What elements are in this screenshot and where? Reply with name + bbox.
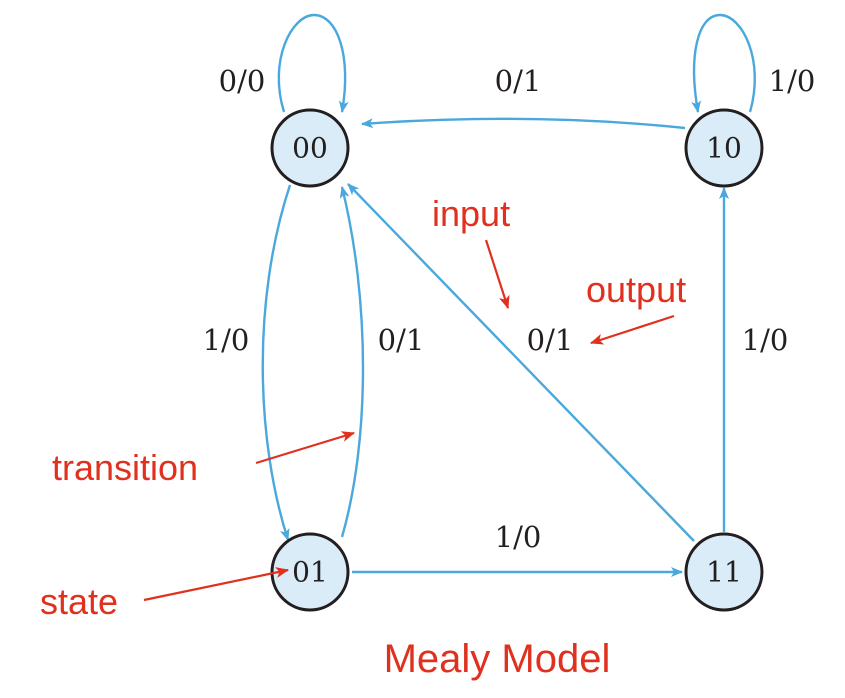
annotation-state: state	[40, 581, 118, 622]
state-11: 11	[684, 532, 764, 612]
edge-01-to-00	[339, 186, 365, 538]
label-01-to-00: 0/1	[378, 323, 425, 357]
label-10-to-00: 0/1	[495, 64, 542, 98]
label-loop-10: 1/0	[769, 64, 816, 98]
state-01-label: 01	[292, 556, 328, 589]
state-00-circle	[270, 108, 350, 188]
state-00: 00	[270, 108, 350, 188]
annotation-state-arrow	[143, 567, 290, 602]
edge-11-to-00	[347, 183, 695, 542]
edge-loop-00	[277, 13, 349, 113]
label-00-to-01: 1/0	[203, 323, 250, 357]
label-loop-00: 0/0	[219, 64, 266, 98]
edge-00-to-01	[261, 184, 292, 541]
state-11-circle	[684, 532, 764, 612]
annotation-input-arrow	[484, 239, 510, 310]
state-10-circle	[684, 108, 764, 188]
state-10: 10	[684, 108, 764, 188]
state-10-label: 10	[706, 132, 742, 165]
state-01-circle	[270, 532, 350, 612]
state-11-label: 11	[706, 556, 742, 589]
edge-loop-10	[691, 13, 756, 113]
annotation-transition: transition	[52, 447, 198, 488]
annotation-input: input	[432, 193, 510, 234]
annotation-output: output	[586, 269, 686, 310]
annotation-output-arrow	[589, 314, 675, 345]
label-11-to-00: 0/1	[527, 323, 574, 357]
state-01: 01	[270, 532, 350, 612]
label-11-to-10: 1/0	[742, 323, 789, 357]
annotation-transition-arrow	[255, 431, 356, 465]
state-00-label: 00	[292, 132, 328, 165]
diagram-caption: Mealy Model	[384, 637, 611, 681]
edge-10-to-00	[361, 117, 686, 130]
label-01-to-11: 1/0	[495, 520, 542, 554]
